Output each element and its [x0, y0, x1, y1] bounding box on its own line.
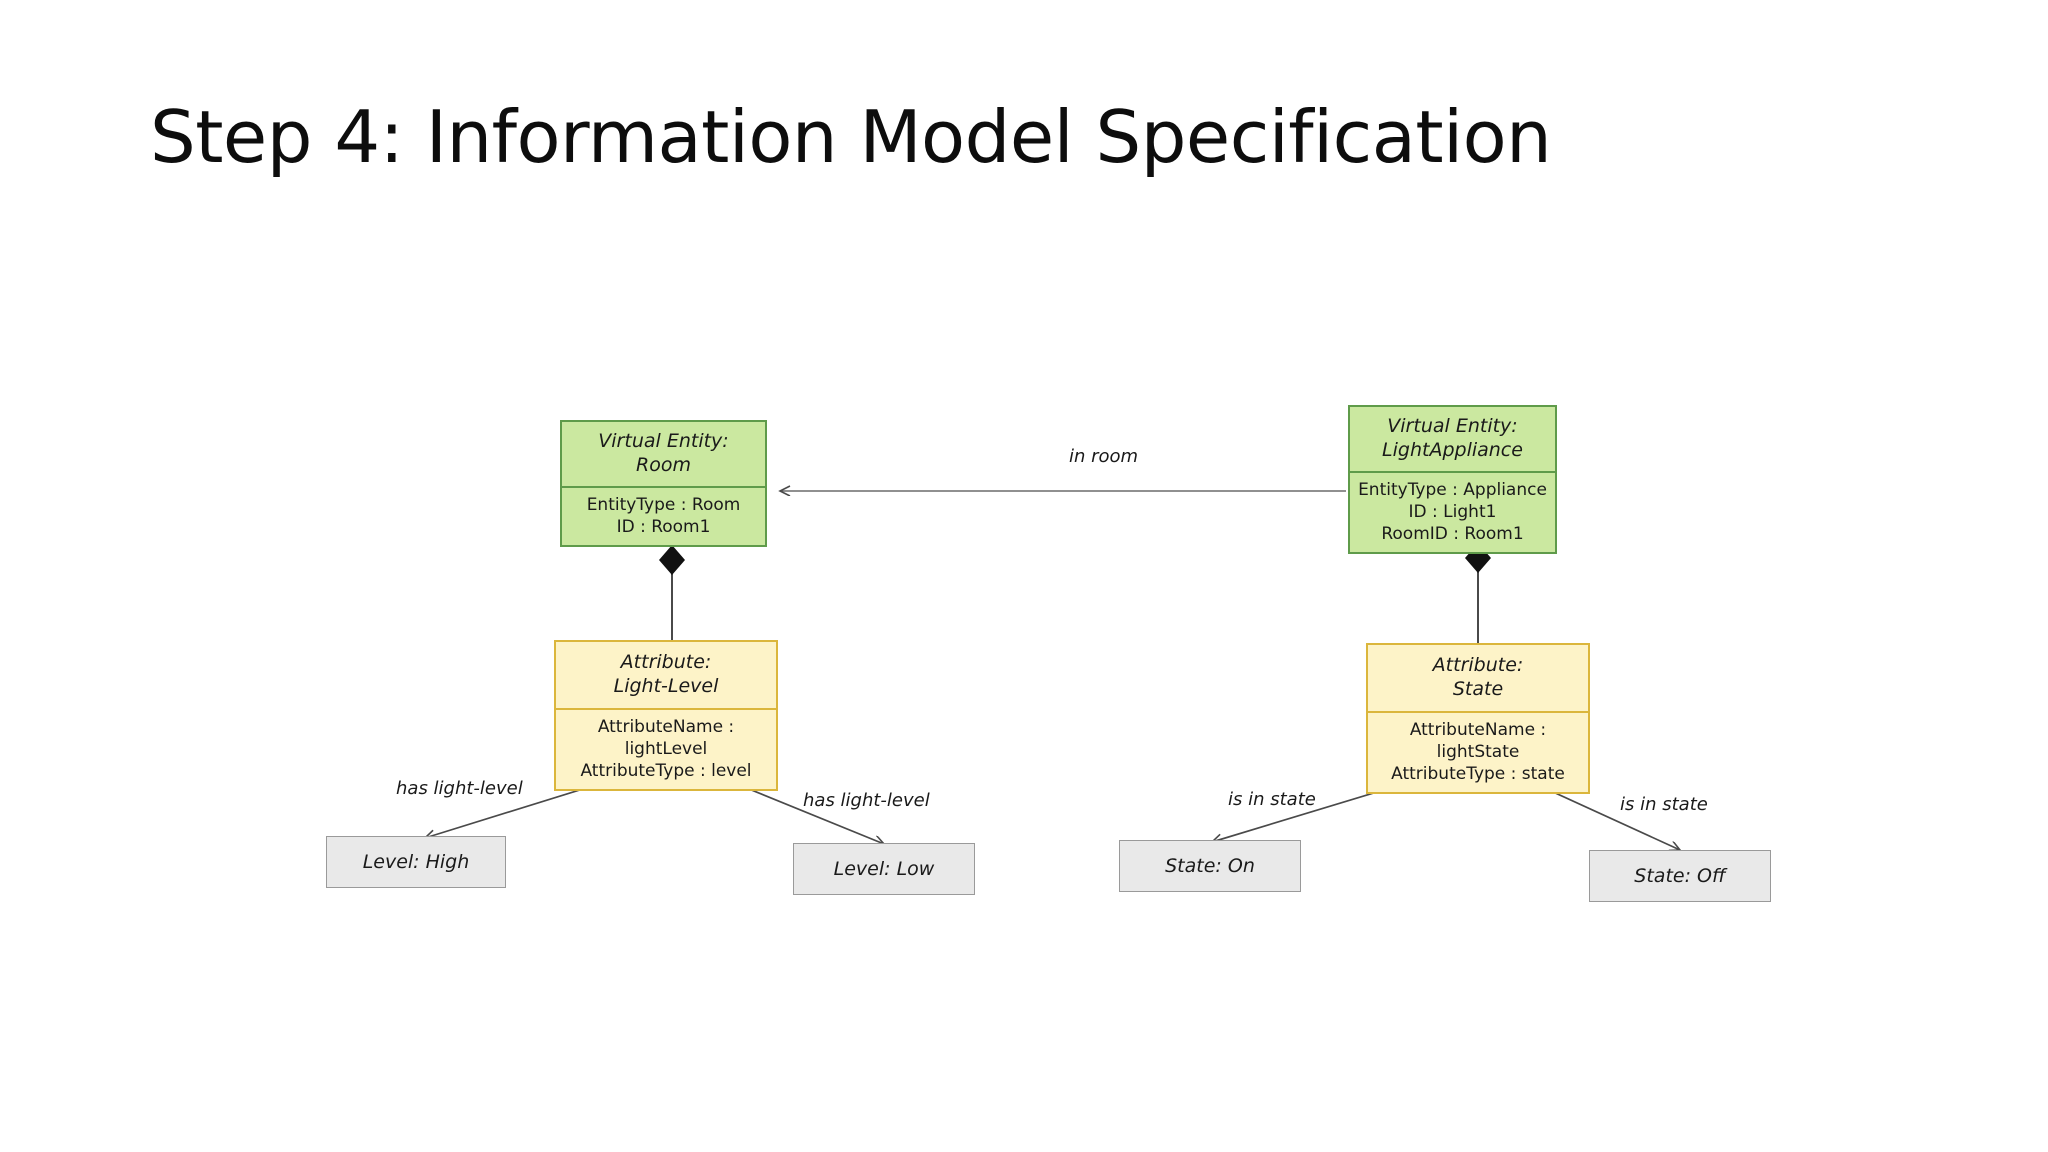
- entity-light-appliance-header-line1: Virtual Entity:: [1387, 415, 1518, 437]
- attribute-node-state[interactable]: Attribute: State AttributeName : lightSt…: [1366, 643, 1590, 794]
- entity-light-appliance-header: Virtual Entity: LightAppliance: [1350, 407, 1555, 473]
- value-node-state-on[interactable]: State: On: [1119, 840, 1301, 892]
- attribute-state-header-line2: State: [1452, 678, 1504, 701]
- attribute-state-header-line1: Attribute:: [1432, 654, 1524, 676]
- entity-light-appliance-attr-1: ID : Light1: [1408, 501, 1497, 522]
- entity-node-room[interactable]: Virtual Entity: Room EntityType : Room I…: [560, 420, 767, 547]
- entity-room-header: Virtual Entity: Room: [562, 422, 765, 488]
- edge-room-has-light-level: [659, 545, 685, 645]
- entity-light-appliance-attr-0: EntityType : Appliance: [1358, 479, 1547, 500]
- edge-appliance-has-state: [1465, 543, 1491, 645]
- edge-label-is-in-state-right: is in state: [1620, 794, 1708, 815]
- entity-room-attr-0: EntityType : Room: [586, 494, 741, 515]
- entity-room-attr-1: ID : Room1: [616, 516, 711, 537]
- entity-room-header-line2: Room: [636, 454, 691, 477]
- edge-label-has-light-level-left: has light-level: [396, 778, 523, 799]
- attribute-light-level-attr-1: AttributeType : level: [580, 760, 752, 781]
- entity-node-light-appliance[interactable]: Virtual Entity: LightAppliance EntityTyp…: [1348, 405, 1557, 554]
- attribute-light-level-attr-0: AttributeName : lightLevel: [597, 716, 735, 759]
- attribute-light-level-header: Attribute: Light-Level: [556, 642, 776, 710]
- attribute-state-attr-0: AttributeName : lightState: [1409, 719, 1547, 762]
- attribute-state-header: Attribute: State: [1368, 645, 1588, 713]
- edge-label-in-room: in room: [1069, 446, 1139, 467]
- value-node-level-low[interactable]: Level: Low: [793, 843, 975, 895]
- entity-room-header-line1: Virtual Entity:: [598, 430, 729, 452]
- entity-light-appliance-header-line2: LightAppliance: [1382, 439, 1523, 462]
- attribute-light-level-header-line1: Attribute:: [620, 651, 712, 673]
- attribute-light-level-header-line2: Light-Level: [613, 675, 719, 698]
- edge-label-has-light-level-right: has light-level: [803, 790, 930, 811]
- composition-diamond-room: [659, 545, 685, 575]
- attribute-state-body: AttributeName : lightState AttributeType…: [1368, 713, 1588, 792]
- page-title: Step 4: Information Model Specification: [150, 95, 1552, 179]
- attribute-light-level-body: AttributeName : lightLevel AttributeType…: [556, 710, 776, 789]
- attribute-state-attr-1: AttributeType : state: [1391, 763, 1565, 784]
- attribute-node-light-level[interactable]: Attribute: Light-Level AttributeName : l…: [554, 640, 778, 791]
- entity-room-body: EntityType : Room ID : Room1: [562, 488, 765, 545]
- entity-light-appliance-attr-2: RoomID : Room1: [1381, 523, 1524, 544]
- value-node-level-high[interactable]: Level: High: [326, 836, 506, 888]
- edge-label-is-in-state-left: is in state: [1228, 789, 1316, 810]
- entity-light-appliance-body: EntityType : Appliance ID : Light1 RoomI…: [1350, 473, 1555, 552]
- value-node-state-off[interactable]: State: Off: [1589, 850, 1771, 902]
